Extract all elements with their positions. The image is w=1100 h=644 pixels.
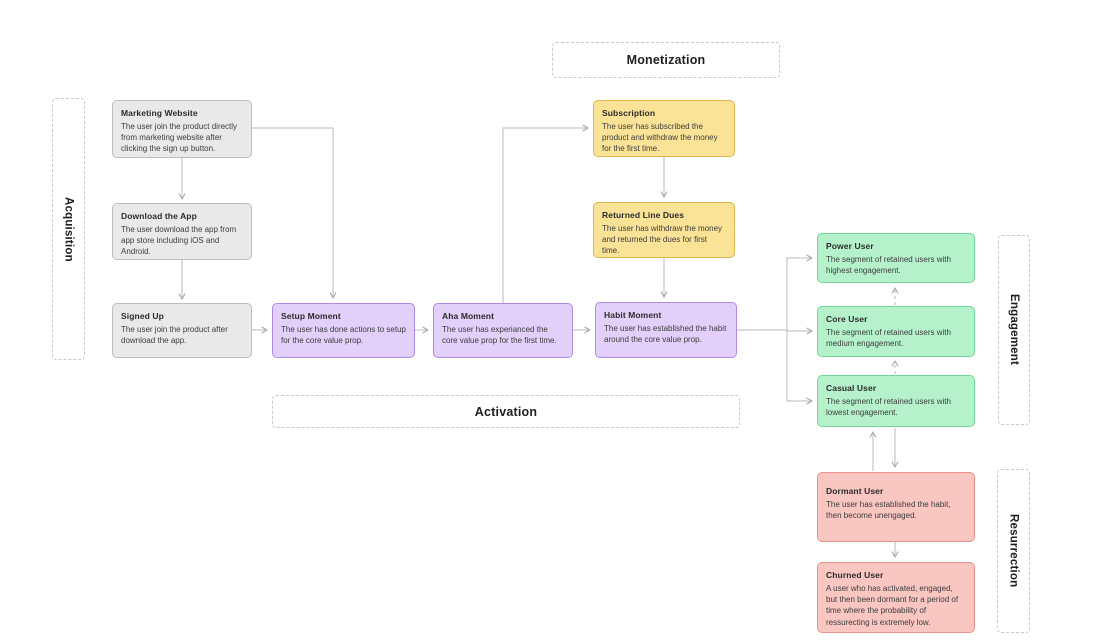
node-power-user[interactable]: Power User The segment of retained users… [817, 233, 975, 283]
node-churned-user-title: Churned User [826, 570, 884, 580]
node-setup-moment-title: Setup Moment [281, 311, 341, 321]
group-resurrection[interactable]: Resurrection [997, 469, 1030, 633]
group-engagement[interactable]: Engagement [998, 235, 1030, 425]
node-dormant-user[interactable]: Dormant User The user has established th… [817, 472, 975, 542]
node-aha-moment-description: The user has experianced the core value … [442, 324, 557, 345]
node-churned-user[interactable]: Churned User A user who has activated, e… [817, 562, 975, 633]
node-core-user-description: The segment of retained users with mediu… [826, 327, 951, 348]
node-aha-moment[interactable]: Aha Moment The user has experianced the … [433, 303, 573, 358]
group-acquisition[interactable]: Acquisition [52, 98, 85, 360]
node-casual-user[interactable]: Casual User The segment of retained user… [817, 375, 975, 427]
edge-habit-casual [786, 330, 813, 405]
node-returned-line-dues-description: The user has withdraw the money and retu… [602, 223, 723, 256]
node-power-user-description: The segment of retained users with highe… [826, 254, 951, 275]
node-habit-moment[interactable]: Habit Moment The user has established th… [595, 302, 737, 358]
group-resurrection-label: Resurrection [1007, 514, 1020, 588]
group-acquisition-label: Acquisition [62, 196, 75, 262]
node-habit-moment-title: Habit Moment [604, 310, 662, 320]
node-aha-moment-title: Aha Moment [442, 311, 494, 321]
node-churned-user-description: A user who has activated, engaged, but t… [826, 583, 959, 627]
node-marketing-website[interactable]: Marketing Website The user join the prod… [112, 100, 252, 158]
node-dormant-user-title: Dormant User [826, 486, 884, 496]
node-setup-moment[interactable]: Setup Moment The user has done actions t… [272, 303, 415, 358]
node-signed-up-description: The user join the product after download… [121, 324, 228, 345]
group-engagement-label: Engagement [1008, 294, 1020, 366]
node-subscription[interactable]: Subscription The user has subscribed the… [593, 100, 735, 157]
node-marketing-website-description: The user join the product directly from … [121, 121, 238, 154]
node-returned-line-dues[interactable]: Returned Line Dues The user has withdraw… [593, 202, 735, 258]
node-returned-line-dues-title: Returned Line Dues [602, 210, 685, 220]
group-activation-label: Activation [474, 404, 538, 419]
group-monetization[interactable]: Monetization [552, 42, 780, 78]
edge-aha-subscription [502, 124, 589, 303]
node-download-app-description: The user download the app from app store… [121, 224, 237, 257]
edge-marketing-setup [252, 127, 337, 299]
node-setup-moment-description: The user has done actions to setup for t… [281, 324, 406, 345]
node-core-user[interactable]: Core User The segment of retained users … [817, 306, 975, 357]
node-marketing-website-title: Marketing Website [121, 108, 198, 118]
node-casual-user-description: The segment of retained users with lowes… [826, 396, 951, 417]
node-subscription-title: Subscription [602, 108, 656, 118]
node-signed-up[interactable]: Signed Up The user join the product afte… [112, 303, 252, 358]
node-casual-user-title: Casual User [826, 383, 877, 393]
node-signed-up-title: Signed Up [121, 311, 164, 321]
node-dormant-user-description: The user has established the habit, then… [826, 499, 951, 520]
group-monetization-label: Monetization [626, 53, 706, 67]
node-download-app-title: Download the App [121, 211, 197, 221]
edge-habit-power [737, 254, 813, 331]
node-habit-moment-description: The user has established the habit aroun… [604, 323, 727, 344]
group-activation[interactable]: Activation [272, 395, 740, 428]
node-subscription-description: The user has subscribed the product and … [602, 121, 718, 154]
node-power-user-title: Power User [826, 241, 874, 251]
node-core-user-title: Core User [826, 314, 868, 324]
node-download-app[interactable]: Download the App The user download the a… [112, 203, 252, 260]
